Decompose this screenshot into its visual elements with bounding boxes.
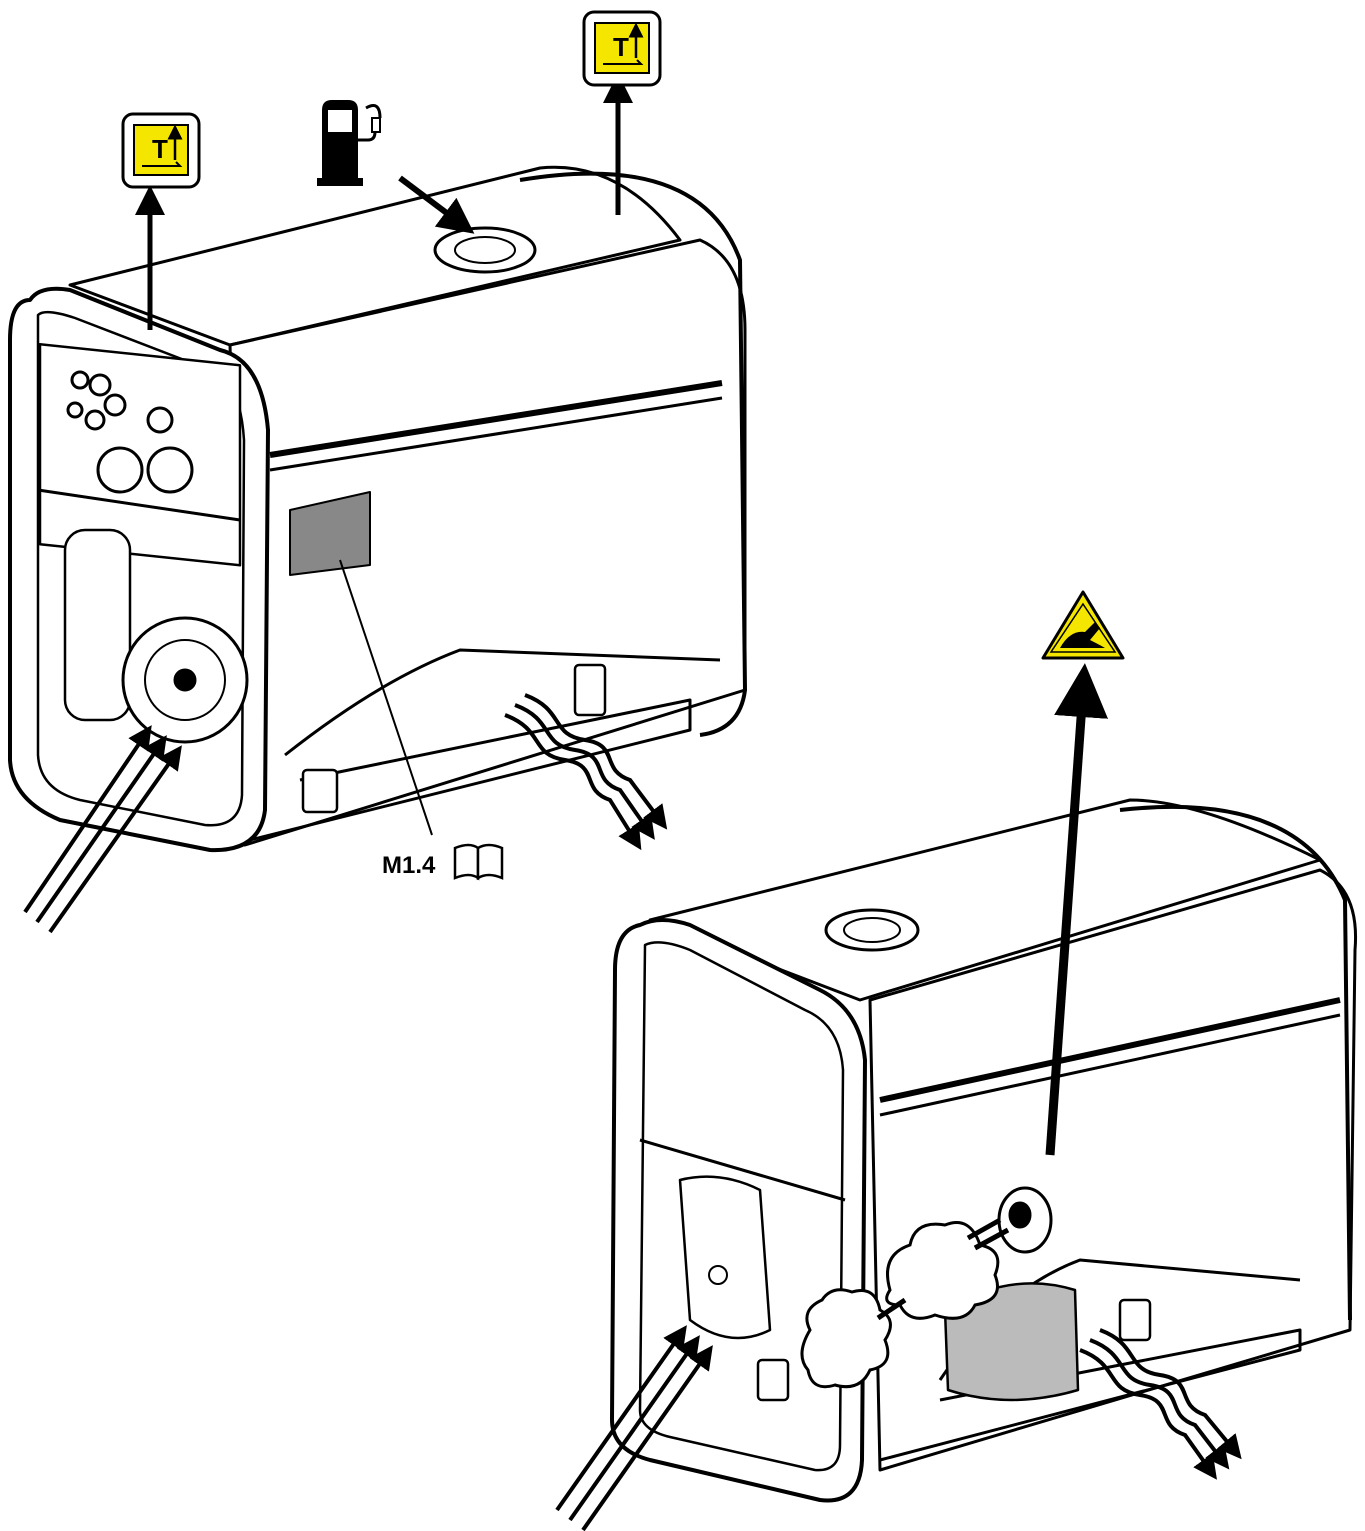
exhaust-smoke xyxy=(800,1217,1010,1389)
fuel-arrow xyxy=(398,175,475,234)
lifting-point-icon: T xyxy=(121,112,201,189)
reference-label: M1.4 xyxy=(382,852,436,879)
lifting-point-icon: T xyxy=(582,10,662,87)
air-intake-arrows xyxy=(23,725,182,934)
air-outlet-arrows xyxy=(504,693,668,851)
rating-plate-leader xyxy=(339,559,433,836)
svg-text:T: T xyxy=(613,32,629,62)
exhaust-arrow xyxy=(1045,663,1109,1156)
generator-front-view xyxy=(8,165,747,853)
air-intake-arrows xyxy=(555,1325,713,1531)
generator-rear-view xyxy=(610,798,1358,1503)
manual-book-icon xyxy=(453,843,504,881)
fuel-pump-icon xyxy=(317,100,382,186)
air-outlet-arrows xyxy=(1079,1328,1242,1480)
svg-text:T: T xyxy=(152,134,168,164)
hot-surface-warning-icon xyxy=(1041,590,1125,660)
